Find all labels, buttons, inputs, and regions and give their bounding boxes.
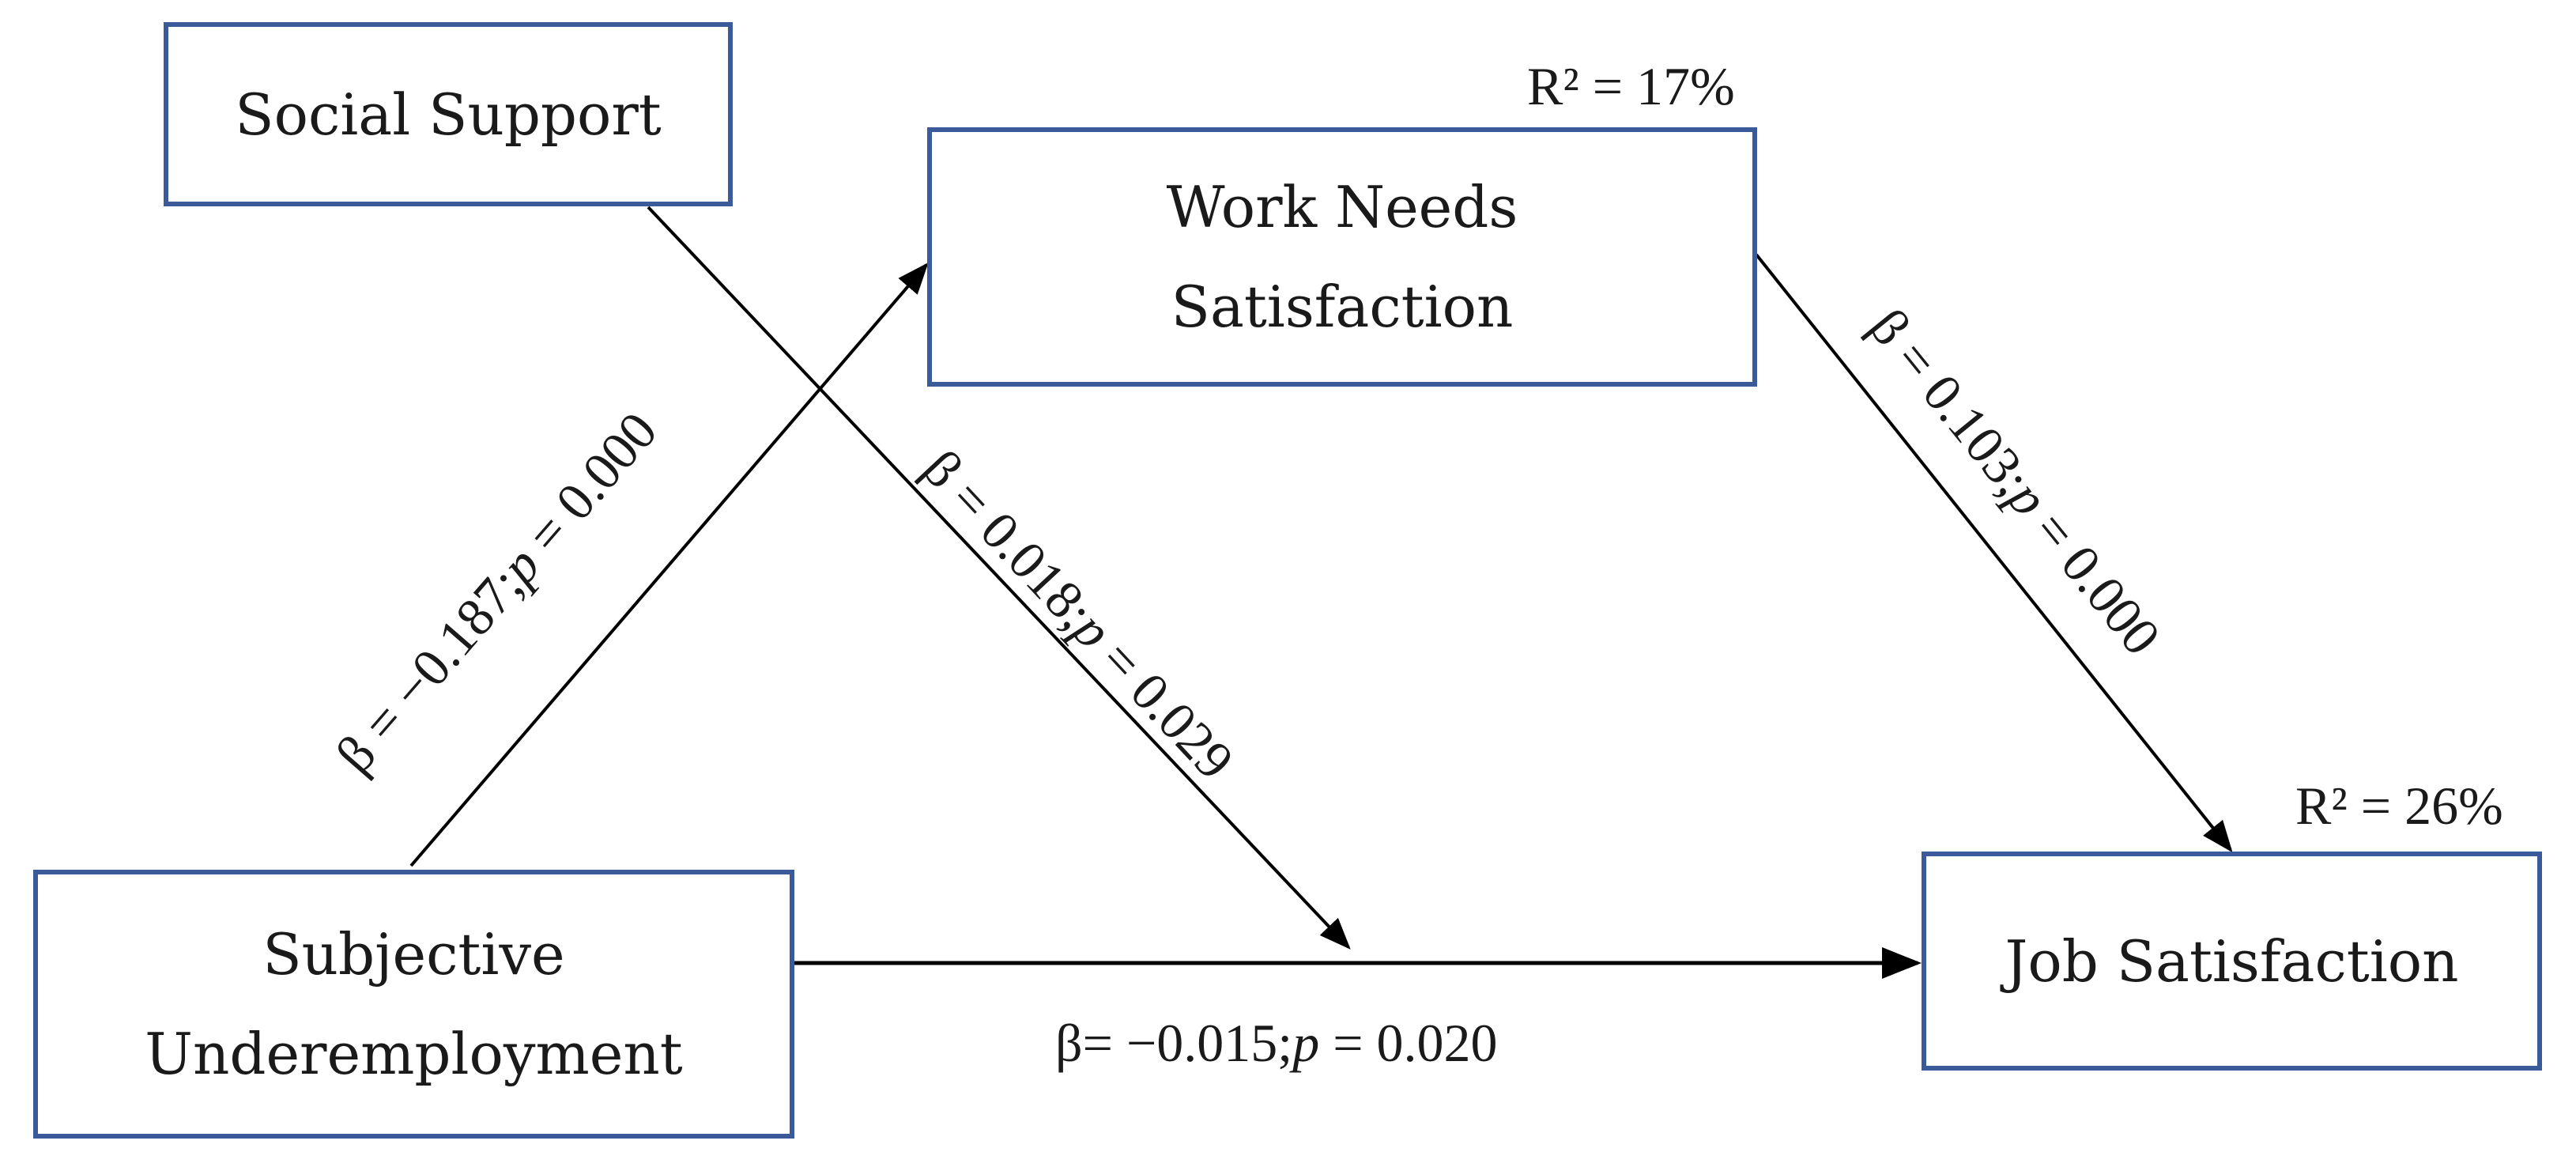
node-job-satisfaction-label: Job Satisfaction [2005, 927, 2459, 995]
node-social-support: Social Support [164, 22, 733, 206]
coef-underemployment-to-job-satisfaction-beta: β= −0.015; [1055, 1013, 1293, 1073]
r2-job-satisfaction-text: R² = 26% [2295, 776, 2503, 836]
r2-work-needs: R² = 17% [1527, 55, 1735, 118]
coef-underemployment-to-job-satisfaction-p-symbol: p [1292, 1013, 1320, 1073]
r2-work-needs-text: R² = 17% [1527, 56, 1735, 116]
node-subjective-underemployment-label: Subjective Underemployment [145, 921, 683, 1087]
node-job-satisfaction: Job Satisfaction [1922, 852, 2542, 1071]
coef-underemployment-to-job-satisfaction-p-value: = 0.020 [1319, 1013, 1498, 1073]
node-work-needs-satisfaction-label: Work Needs Satisfaction [1166, 174, 1518, 340]
r2-job-satisfaction: R² = 26% [2295, 775, 2503, 837]
coef-underemployment-to-job-satisfaction: β= −0.015;p = 0.020 [1055, 1012, 1498, 1074]
node-social-support-label: Social Support [235, 81, 662, 148]
arrow-underemployment-to-work-needs [409, 262, 929, 867]
node-work-needs-satisfaction: Work Needs Satisfaction [927, 127, 1757, 387]
arrow-work-needs-to-job-satisfaction [1755, 253, 2233, 853]
arrow-social-support-to-direct-path [647, 206, 1351, 950]
node-subjective-underemployment: Subjective Underemployment [33, 870, 794, 1139]
